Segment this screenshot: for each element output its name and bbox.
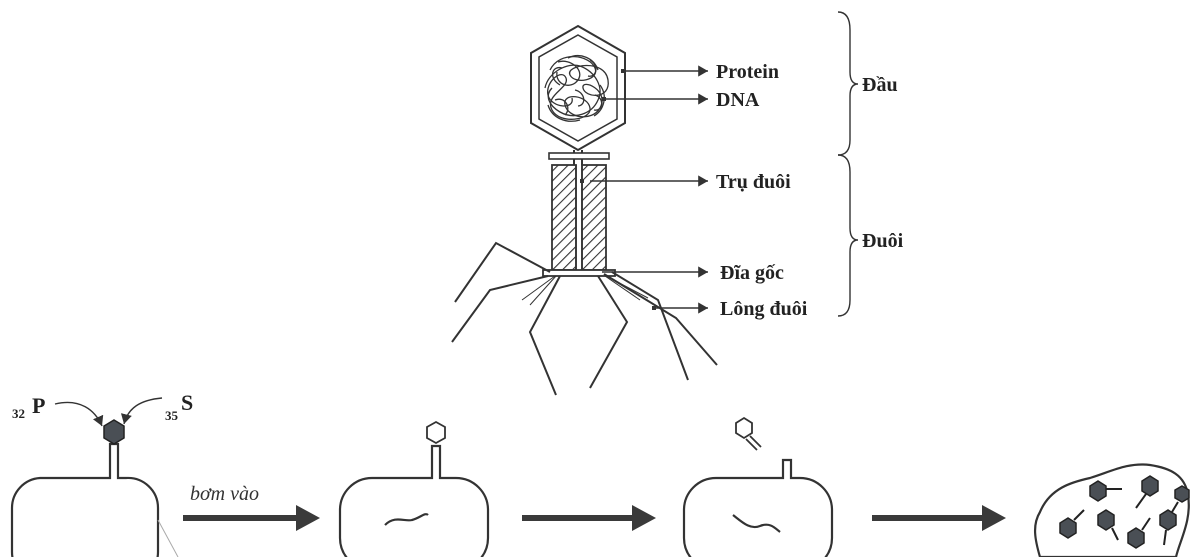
stage-4-cell — [1035, 464, 1189, 557]
process-arrow-1: bơm vào — [183, 483, 320, 531]
pump-in-label: bơm vào — [190, 483, 259, 505]
detached-ghost-icon — [736, 418, 761, 450]
isotope-labels: 32 P 35 S — [12, 390, 193, 426]
process-arrow-2 — [522, 505, 656, 531]
label-dna: DNA — [716, 89, 760, 111]
phage-head — [531, 26, 625, 150]
stage-1-cell — [12, 420, 178, 557]
label-tail-tube: Trụ đuôi — [716, 171, 791, 193]
head-brace — [838, 12, 858, 155]
empty-capsid-icon — [427, 422, 445, 443]
label-head: Đầu — [862, 74, 898, 96]
s-mass-label: 35 — [165, 408, 179, 423]
p-mass-label: 32 — [12, 406, 25, 421]
label-base-plate: Đĩa gốc — [720, 262, 784, 284]
phage-neck — [549, 150, 609, 165]
infection-process: 32 P 35 S bơm vào — [12, 390, 1189, 557]
labeled-capsid-icon — [104, 420, 124, 444]
stage-2-cell — [340, 422, 488, 557]
phage-structure: Protein DNA Trụ đuôi Đĩa gốc Lông đuôi Đ… — [452, 12, 904, 395]
label-tail-fibers: Lông đuôi — [720, 298, 808, 320]
label-protein: Protein — [716, 61, 779, 83]
stage-3-cell — [684, 418, 832, 557]
s-symbol-label: S — [181, 390, 193, 415]
label-tail: Đuôi — [862, 230, 904, 252]
tail-brace — [838, 155, 858, 316]
p-symbol-label: P — [32, 393, 45, 418]
process-arrow-3 — [872, 505, 1006, 531]
